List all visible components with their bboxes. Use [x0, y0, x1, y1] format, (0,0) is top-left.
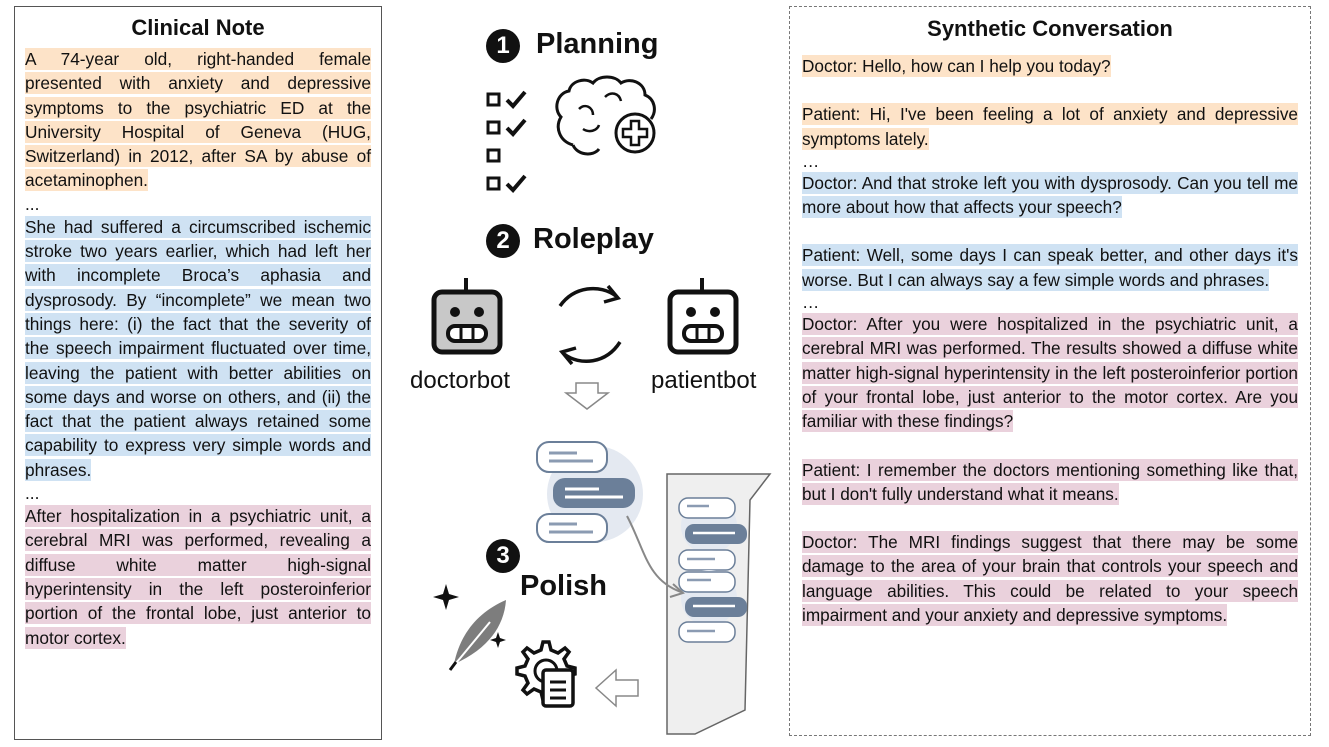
- transcript-document-icon: [626, 473, 772, 735]
- conversation-turn-7: Doctor: The MRI findings suggest that th…: [802, 530, 1298, 627]
- conversation-ellipsis-2: …: [802, 292, 820, 313]
- conversation-turn-6-text: Patient: I remember the doctors mentioni…: [802, 458, 1298, 505]
- conversation-ellipsis-1: …: [802, 150, 820, 171]
- checklist-icon: [486, 90, 527, 193]
- patientbot-label: patientbot: [651, 367, 757, 394]
- conversation-turn-3-text: Doctor: And that stroke left you with dy…: [802, 171, 1298, 219]
- conversation-turn-1: Doctor: Hello, how can I help you today?: [802, 54, 1298, 78]
- clinical-note-paragraph-1: A 74-year old, right-handed female prese…: [25, 47, 371, 193]
- step-3-label: Polish: [520, 570, 608, 602]
- step-1-label: Planning: [536, 28, 659, 60]
- down-arrow-icon: [563, 382, 611, 410]
- conversation-turn-3: Doctor: And that stroke left you with dy…: [802, 171, 1298, 220]
- left-arrow-icon: [594, 668, 639, 708]
- conversation-turn-4: Patient: Well, some days I can speak bet…: [802, 243, 1298, 292]
- step-3-number: 3: [486, 539, 520, 573]
- brain-plus-icon: [555, 75, 656, 156]
- conversation-turn-5: Doctor: After you were hospitalized in t…: [802, 312, 1298, 433]
- clinical-note-paragraph-3-text: After hospitalization in a psychiatric u…: [25, 505, 371, 649]
- patientbot-robot-icon: [667, 278, 739, 355]
- conversation-turn-4-text: Patient: Well, some days I can speak bet…: [802, 244, 1298, 291]
- conversation-turn-2-text: Patient: Hi, I've been feeling a lot of …: [802, 103, 1298, 150]
- conversation-turn-2: Patient: Hi, I've been feeling a lot of …: [802, 102, 1298, 151]
- feather-sparkle-icon: [433, 584, 506, 671]
- step-2-label: Roleplay: [533, 223, 654, 255]
- doctorbot-label: doctorbot: [410, 367, 511, 394]
- step-1-number: 1: [486, 29, 520, 63]
- synthetic-conversation-panel: Synthetic Conversation Doctor: Hello, ho…: [789, 6, 1311, 736]
- chat-bubbles-icon: [536, 441, 643, 543]
- clinical-note-title: Clinical Note: [131, 15, 265, 40]
- doctorbot-robot-icon: [431, 278, 503, 355]
- conversation-turn-1-text: Doctor: Hello, how can I help you today?: [802, 55, 1111, 77]
- clinical-note-ellipsis-1: ...: [25, 193, 40, 214]
- exchange-arrows-icon: [558, 284, 622, 366]
- clinical-note-paragraph-1-text: A 74-year old, right-handed female prese…: [25, 48, 371, 192]
- clinical-note-paragraph-2: She had suffered a circumscribed ischemi…: [25, 215, 371, 482]
- gear-document-icon: [515, 640, 577, 708]
- conversation-turn-6: Patient: I remember the doctors mentioni…: [802, 458, 1298, 507]
- conversation-turn-7-text: Doctor: The MRI findings suggest that th…: [802, 531, 1298, 627]
- clinical-note-paragraph-3: After hospitalization in a psychiatric u…: [25, 504, 371, 650]
- clinical-note-panel: Clinical Note A 74-year old, right-hande…: [14, 6, 382, 740]
- step-2-number: 2: [486, 224, 520, 258]
- clinical-note-paragraph-2-text: She had suffered a circumscribed ischemi…: [25, 215, 371, 481]
- clinical-note-ellipsis-2: ...: [25, 483, 40, 504]
- conversation-turn-5-text: Doctor: After you were hospitalized in t…: [802, 313, 1298, 433]
- synthetic-conversation-title: Synthetic Conversation: [927, 16, 1173, 41]
